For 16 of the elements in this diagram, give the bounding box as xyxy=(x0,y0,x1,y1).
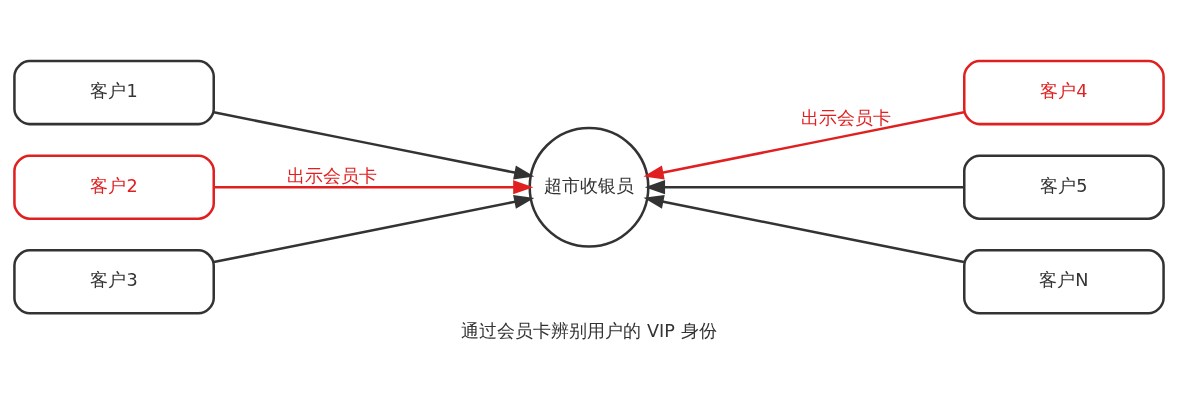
arrow xyxy=(213,111,535,180)
label: 通过会员卡辨别用户的 VIP 身份 xyxy=(461,320,717,341)
arrow xyxy=(643,194,965,264)
node-box: 客户2 xyxy=(13,154,215,220)
arrow xyxy=(213,194,535,264)
arrow xyxy=(644,180,965,195)
node-box: 客户1 xyxy=(13,59,215,126)
edge-label: 出示会员卡 xyxy=(800,108,891,129)
node-box: 客户3 xyxy=(13,249,215,315)
node-box: 客户N xyxy=(963,249,1165,315)
node-box: 客户4 xyxy=(963,59,1165,126)
arrow xyxy=(213,180,534,195)
node-circle: 超市收银员 xyxy=(528,126,650,248)
edge-label: 出示会员卡 xyxy=(287,166,378,187)
node-box: 客户5 xyxy=(963,154,1165,220)
arrow xyxy=(643,111,965,180)
